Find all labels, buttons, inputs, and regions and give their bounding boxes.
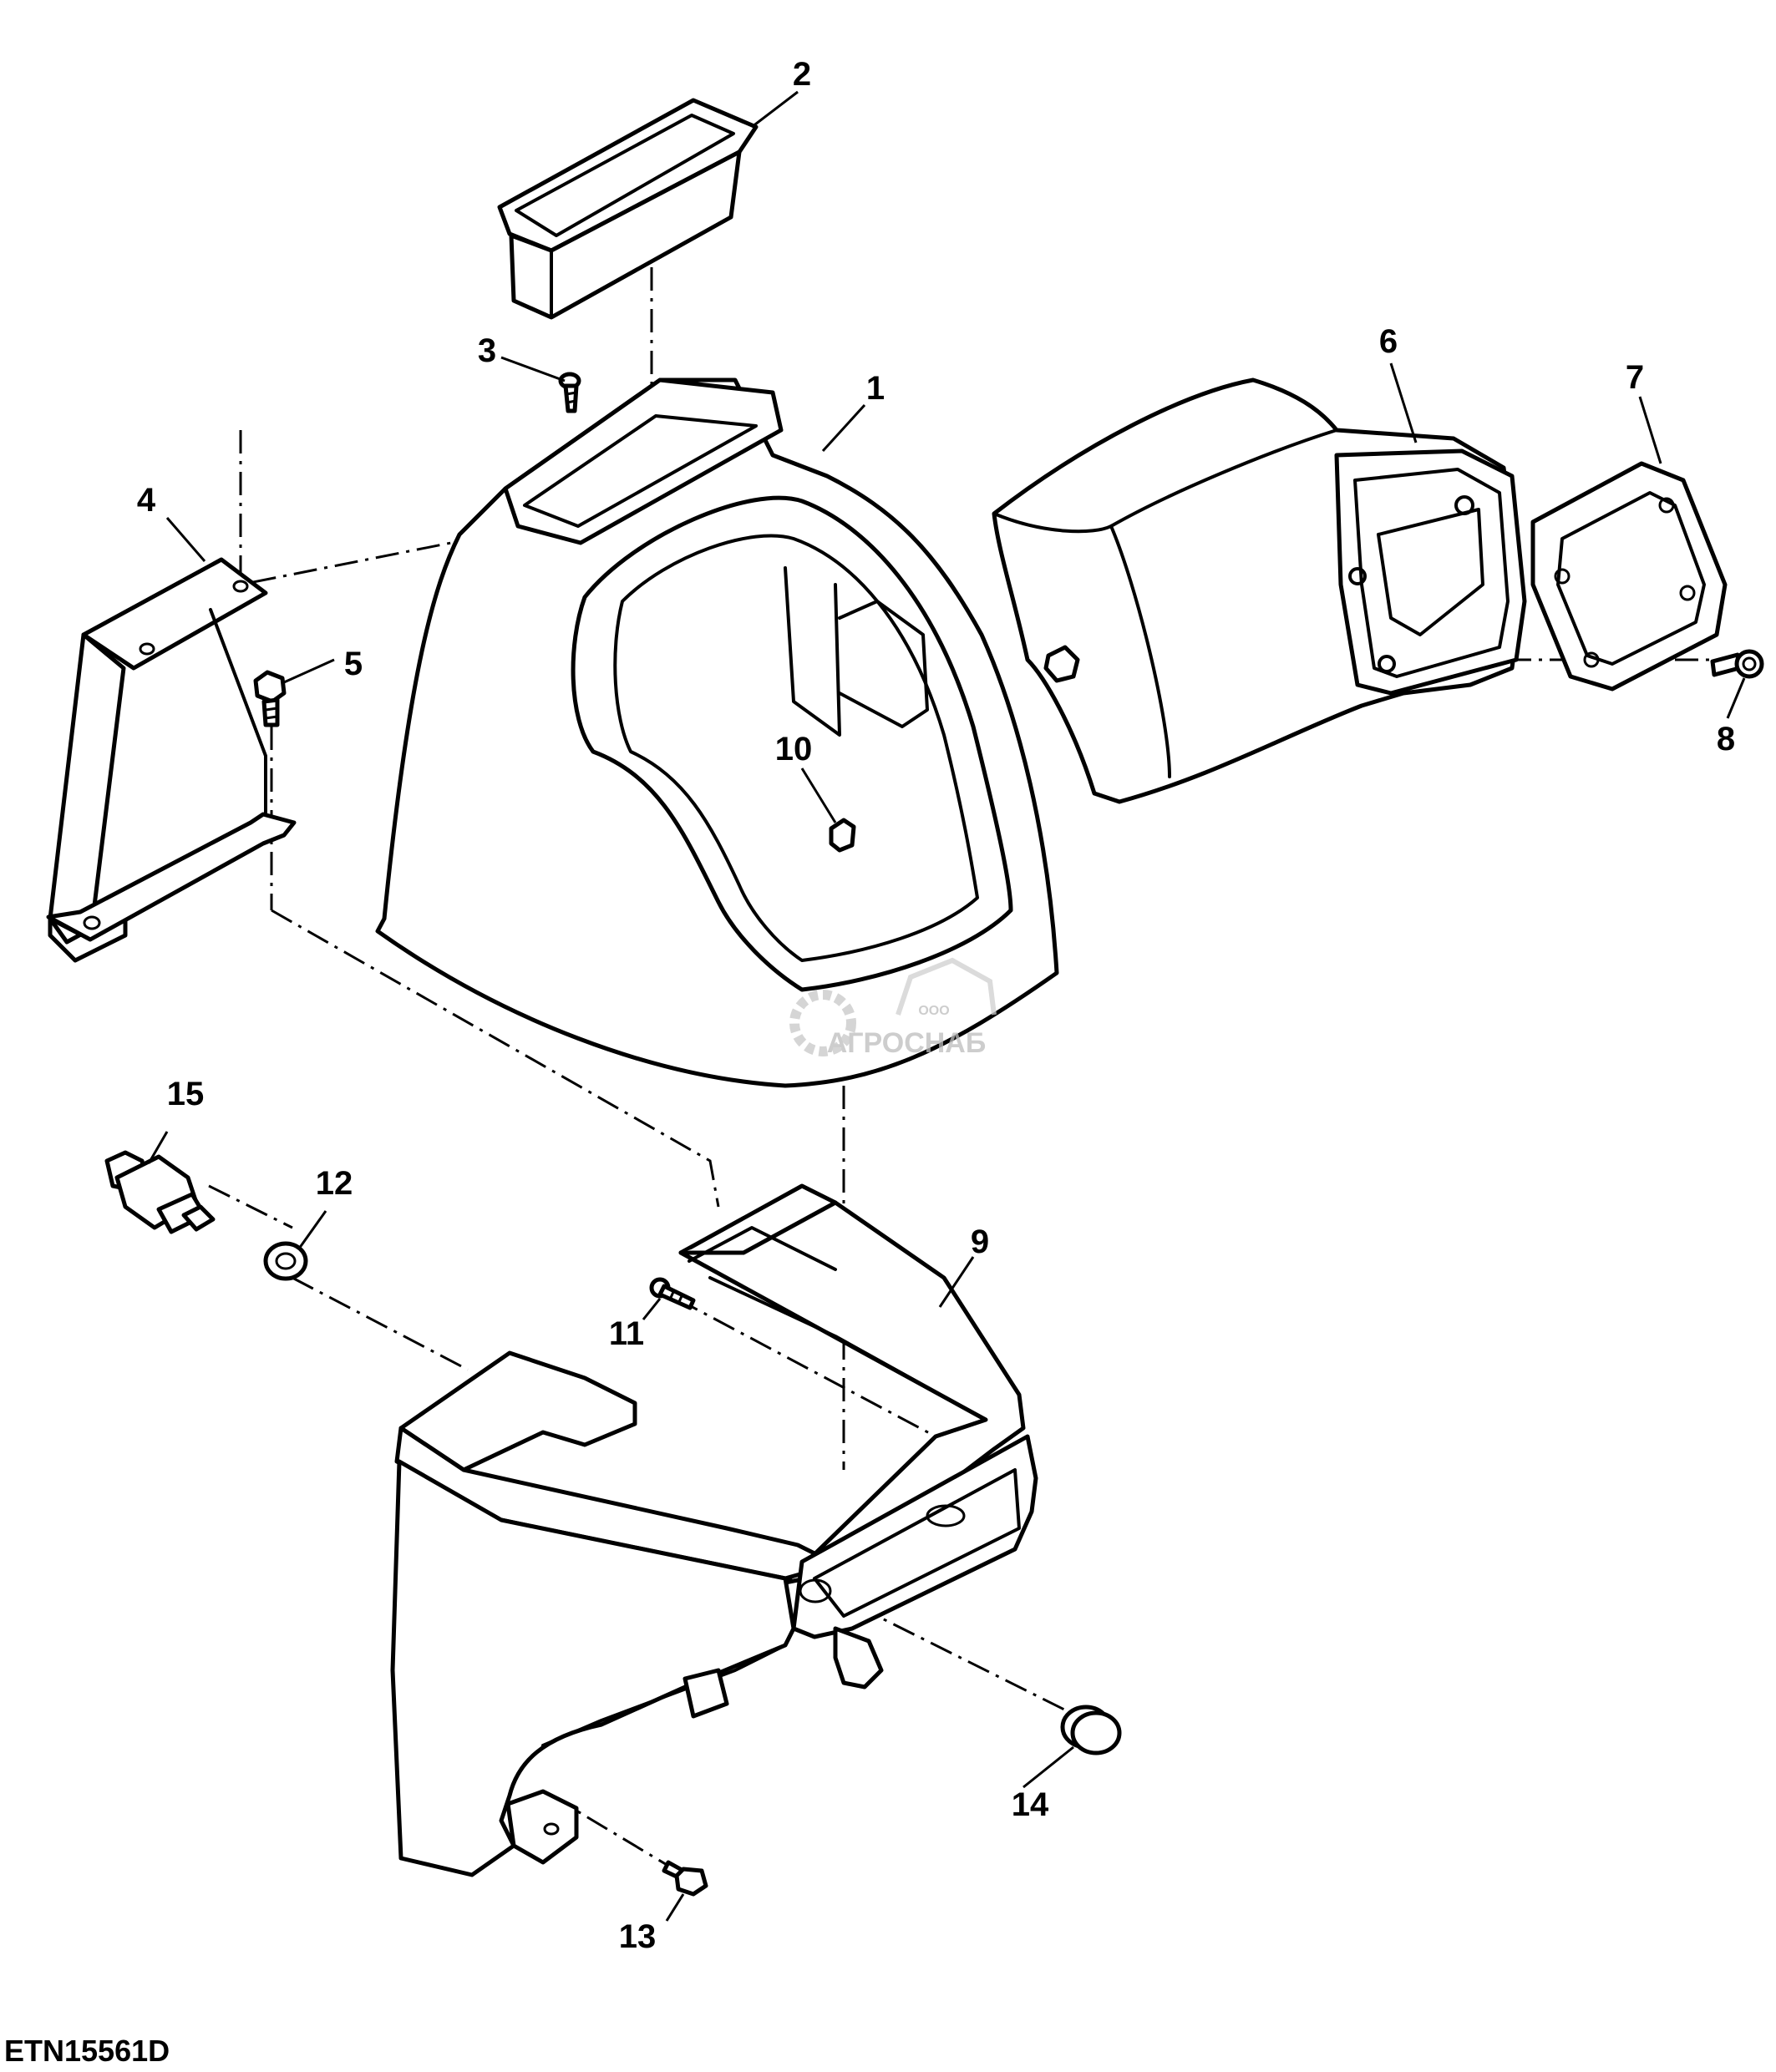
- callout-10: 10: [775, 731, 813, 768]
- part-15-switch: [104, 1150, 216, 1234]
- callout-2: 2: [793, 56, 811, 93]
- part-5-bolt: [253, 670, 287, 727]
- callout-12: 12: [316, 1165, 353, 1202]
- part-8-bolt: [1710, 649, 1764, 679]
- callout-3: 3: [478, 332, 496, 369]
- callout-9: 9: [971, 1223, 989, 1260]
- callout-6: 6: [1379, 323, 1398, 360]
- callout-5: 5: [344, 646, 363, 682]
- callout-4: 4: [137, 482, 156, 519]
- callout-7: 7: [1626, 359, 1644, 396]
- watermark-brand-text: АГРОСНАБ: [827, 1027, 987, 1059]
- callout-1: 1: [866, 370, 885, 407]
- part-9-lower-console-base: [390, 1183, 1038, 1877]
- part-14-grommet: [1060, 1705, 1122, 1755]
- leader-lines: [147, 90, 1746, 1922]
- part-11-screw: [649, 1277, 696, 1310]
- callout-8: 8: [1717, 721, 1735, 757]
- callout-13: 13: [619, 1918, 657, 1955]
- callout-labels: 1 2 3 4 5 6 7 8 9 10 11 12 13 14 15: [137, 56, 1735, 1955]
- callout-15: 15: [167, 1076, 205, 1112]
- callout-11: 11: [609, 1315, 644, 1352]
- part-10-clip: [829, 818, 856, 853]
- callout-14: 14: [1012, 1786, 1049, 1823]
- part-4-bracket: [46, 557, 297, 963]
- part-2-storage-tray: [497, 98, 759, 320]
- figure-id: ETN15561D: [4, 2034, 170, 2068]
- part-6-rear-housing: [992, 377, 1527, 804]
- watermark-small-text: ООО: [918, 1004, 949, 1018]
- part-7-gasket-frame: [1530, 461, 1728, 692]
- watermark-logo: ООО АГРОСНАБ: [789, 957, 997, 1059]
- part-12-washer: [263, 1241, 308, 1281]
- part-1-upper-console-shell: [375, 377, 1059, 1088]
- part-13-bolt: [662, 1860, 708, 1897]
- part-3-screw: [558, 372, 581, 413]
